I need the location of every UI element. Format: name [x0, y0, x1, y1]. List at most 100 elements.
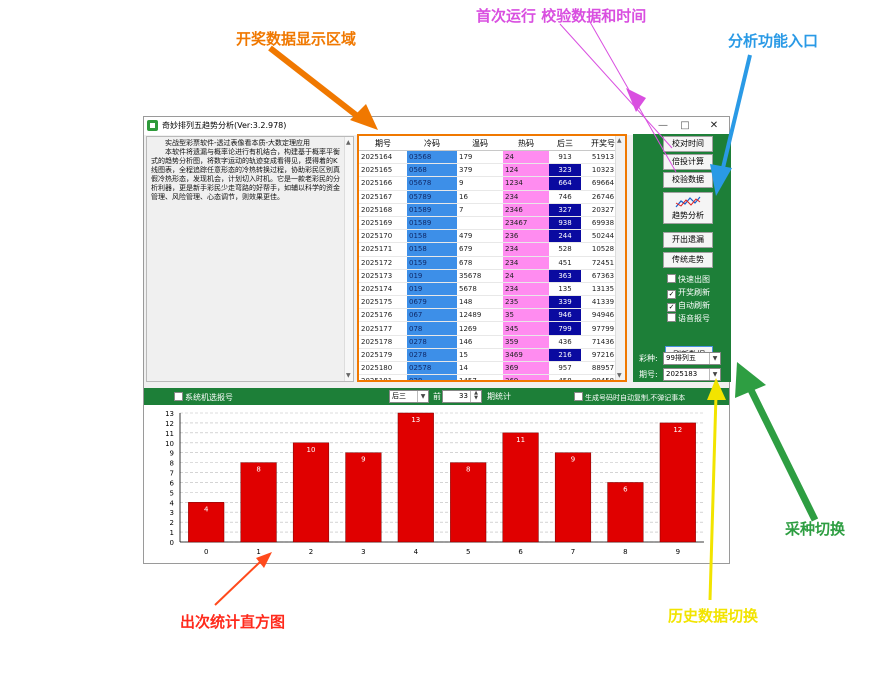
traditional-trend-button[interactable]: 传统走势: [663, 252, 713, 268]
trend-analysis-button[interactable]: 趋势分析: [663, 192, 713, 224]
scroll-down-icon[interactable]: ▼: [346, 372, 351, 379]
chevron-down-icon[interactable]: ▼: [709, 353, 720, 364]
cell-warm: 15: [457, 348, 503, 363]
checkbox-empty[interactable]: [667, 313, 676, 322]
bar-data-label: 8: [466, 466, 470, 474]
histogram-bar: [502, 432, 539, 543]
col-header-hot[interactable]: 热码: [503, 136, 549, 151]
draw-omission-button[interactable]: 开出遗漏: [663, 232, 713, 248]
y-tick-label: 1: [170, 529, 174, 537]
y-tick-label: 7: [170, 470, 174, 478]
col-header-period[interactable]: 期号: [359, 136, 407, 151]
checkbox-empty[interactable]: [667, 274, 676, 283]
bar-data-label: 11: [516, 436, 525, 444]
period-select[interactable]: 2025183 ▼: [663, 368, 721, 381]
cell-period: 2025179: [359, 348, 407, 363]
histogram-bar: [345, 452, 382, 543]
cell-warm: 179: [457, 150, 503, 165]
intro-scrollbar[interactable]: ▲ ▼: [344, 137, 353, 381]
cell-cold: 05678: [407, 176, 457, 191]
checkbox-empty[interactable]: [574, 392, 583, 401]
position-select[interactable]: 后三 ▼: [389, 390, 429, 403]
multiple-bet-calc-button[interactable]: 倍投计算: [663, 154, 713, 170]
cell-prize: 72451: [581, 256, 625, 270]
stepper-arrows-icon[interactable]: ▲▼: [470, 391, 481, 402]
cell-hot: 345: [503, 321, 549, 336]
chevron-down-icon[interactable]: ▼: [709, 369, 720, 380]
intro-para-1: 实战型彩票软件-透过表像看本质-大数定理应用: [165, 139, 311, 147]
draw-refresh-checkbox[interactable]: ✓开奖刷新: [667, 287, 710, 299]
cell-cold: 01589: [407, 203, 457, 217]
cell-last3: 957: [549, 361, 581, 376]
x-tick-label: 6: [518, 548, 523, 556]
cell-warm: 12489: [457, 308, 503, 323]
system-pick-checkbox[interactable]: 系统机选报号: [174, 392, 233, 403]
cell-period: 2025175: [359, 295, 407, 310]
col-header-cold[interactable]: 冷码: [407, 136, 457, 151]
period-count-stepper[interactable]: 33 ▲▼: [442, 390, 482, 403]
arrow-head-analysis: [710, 164, 732, 196]
voice-announce-checkbox[interactable]: 语音报号: [667, 313, 710, 324]
scroll-up-icon[interactable]: ▲: [346, 139, 351, 146]
cell-period: 2025166: [359, 176, 407, 191]
checkmark-icon[interactable]: ✓: [667, 303, 676, 312]
cell-prize: 67363: [581, 269, 625, 283]
auto-copy-checkbox[interactable]: 生成号码时自动复制,不弹记事本: [574, 392, 685, 403]
calibrate-time-button[interactable]: 校对时间: [663, 136, 713, 152]
col-header-last3[interactable]: 后三: [549, 136, 581, 151]
x-tick-label: 8: [623, 548, 627, 556]
checkbox-empty[interactable]: [174, 392, 183, 401]
cell-prize: 71436: [581, 335, 625, 349]
chevron-down-icon[interactable]: ▼: [417, 391, 428, 402]
annotation-first-run: 首次运行 校验数据和时间: [476, 7, 647, 25]
table-scrollbar[interactable]: ▲ ▼: [615, 136, 625, 380]
intro-textbox[interactable]: 实战型彩票软件-透过表像看本质-大数定理应用 本软件将遗漏与概率论进行有机结合，…: [146, 136, 354, 382]
lottery-type-select[interactable]: 99排列五 ▼: [663, 352, 721, 365]
maximize-button[interactable]: □: [680, 120, 690, 131]
cell-hot: 234: [503, 190, 549, 204]
intro-para-2: 本软件将遗漏与概率论进行有机结合，构建基于概率平衡式的趋势分析图，将数字运动的轨…: [151, 148, 340, 201]
auto-refresh-checkbox[interactable]: ✓自动刷新: [667, 300, 710, 312]
col-header-warm[interactable]: 温码: [457, 136, 503, 151]
verify-data-button[interactable]: 校验数据: [663, 172, 713, 188]
close-button[interactable]: ✕: [709, 120, 719, 131]
cell-last3: 946: [549, 308, 581, 323]
fast-chart-checkbox[interactable]: 快速出图: [667, 274, 710, 285]
cell-hot: 1234: [503, 176, 549, 191]
cell-cold: 028: [407, 374, 457, 380]
histogram-bar: [659, 422, 696, 543]
col-header-prize[interactable]: 开奖号: [581, 136, 625, 151]
scroll-up-icon[interactable]: ▲: [617, 137, 622, 144]
checkmark-icon[interactable]: ✓: [667, 290, 676, 299]
arrow-head-histogram: [256, 552, 272, 568]
cell-last3: 216: [549, 348, 581, 363]
cell-last3: 436: [549, 335, 581, 349]
app-icon: [147, 120, 158, 131]
cell-prize: 69664: [581, 176, 625, 191]
title-bar[interactable]: 奇妙排列五趋势分析(Ver:3.2.978) — □ ✕: [144, 117, 729, 135]
minimize-button[interactable]: —: [658, 120, 668, 131]
scroll-down-icon[interactable]: ▼: [617, 372, 622, 379]
cell-warm: 678: [457, 256, 503, 270]
